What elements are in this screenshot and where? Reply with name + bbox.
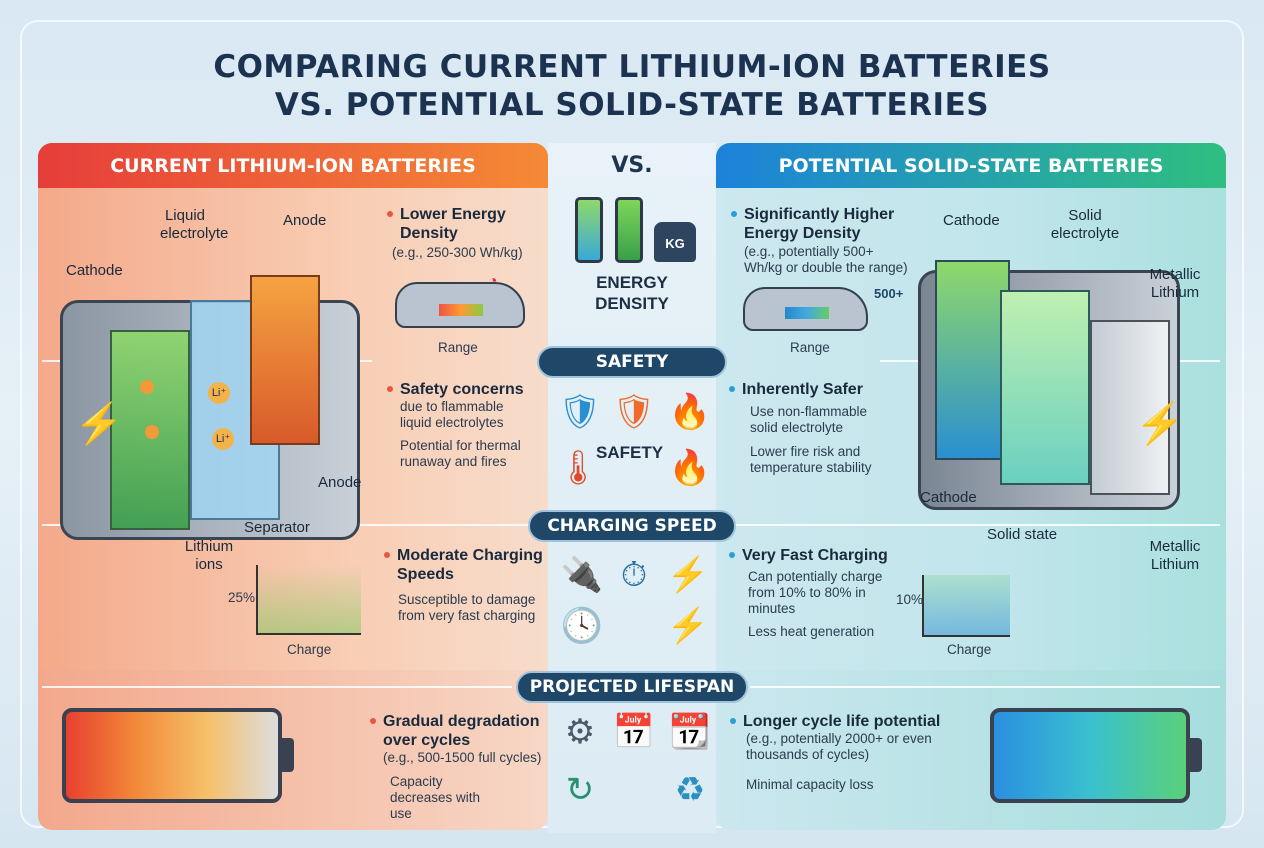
divider: [730, 524, 1220, 526]
page-title: COMPARING CURRENT LITHIUM-ION BATTERIES …: [0, 48, 1264, 124]
range-label: Range: [438, 340, 478, 355]
lithium-charging-title: Moderate Charging Speeds: [384, 546, 547, 584]
label-separator: Separator: [244, 519, 310, 536]
thermometer-icon: 🌡: [556, 449, 600, 487]
car-icon: [743, 287, 868, 331]
lithium-charging-bullet: Susceptible to damage from very fast cha…: [398, 592, 536, 623]
solid-energy-detail: (e.g., potentially 500+ Wh/kg or double …: [744, 244, 908, 275]
calendar-icon: 📆: [668, 713, 712, 751]
lithium-lifespan-detail: (e.g., 500-1500 full cycles): [383, 750, 542, 765]
label-metallic-lithium: Metallic Lithium: [1149, 266, 1201, 301]
label-solid-electrolyte: Solid electrolyte: [1050, 207, 1120, 242]
shield-check-icon: 🛡: [558, 393, 602, 431]
lithium-energy-title: Lower Energy Density: [387, 205, 530, 243]
solid-lifespan-title: Longer cycle life potential: [729, 713, 941, 730]
divider: [750, 686, 1220, 688]
label-anode: Anode: [318, 474, 362, 491]
lithium-ion-badge: Li⁺: [212, 428, 234, 450]
projected-lifespan-pill: PROJECTED LIFESPAN: [516, 671, 748, 703]
battery-icon: [785, 307, 829, 319]
label-solid-state: Solid state: [987, 526, 1058, 543]
car-icon: [395, 282, 525, 328]
lithium-safety-title: Safety concerns: [387, 381, 524, 398]
solid-charging-bullet: Less heat generation: [748, 624, 875, 639]
degrading-battery-icon: [62, 708, 282, 803]
lithium-ion-particle: [140, 380, 154, 394]
lithium-ion-header: CURRENT LITHIUM-ION BATTERIES: [38, 143, 548, 188]
battery-terminal: [282, 738, 294, 772]
gear-icon: ⚙: [564, 713, 596, 751]
solid-lifespan-bullet: Minimal capacity loss: [746, 777, 874, 792]
cathode-layer: [935, 260, 1010, 460]
vs-label: VS.: [611, 153, 653, 178]
chart-axis-label: Charge: [287, 642, 332, 657]
lithium-energy-detail: (e.g., 250-300 Wh/kg): [392, 245, 523, 260]
cycle-check-icon: ♻: [674, 771, 706, 809]
solid-safety-bullet: Use non-flammable solid electrolyte: [750, 404, 868, 435]
fire-icon: 🔥: [668, 393, 712, 431]
metallic-lithium-layer: [1090, 320, 1170, 495]
solid-charging-title: Very Fast Charging: [729, 547, 888, 564]
battery-icon: [615, 197, 643, 263]
lithium-safety-bullet: Potential for thermal runaway and fires: [400, 438, 521, 469]
range-badge: 500+: [874, 286, 904, 301]
solid-safety-title: Inherently Safer: [729, 381, 863, 398]
label-cathode: Cathode: [66, 262, 123, 279]
gauge-icon: ◔: [488, 273, 498, 290]
chart-percent-label: 10%: [896, 592, 924, 607]
cycle-icon: ↻: [565, 771, 595, 809]
bolt-cycle-icon: ⚡: [666, 556, 710, 594]
shield-bolt-icon: 🛡: [612, 393, 656, 431]
battery-terminal: [1190, 738, 1202, 772]
safety-pill: SAFETY: [537, 346, 727, 378]
fire-icon: 🔥: [668, 449, 712, 487]
charge-chart: [256, 565, 361, 635]
solid-state-header: POTENTIAL SOLID-STATE BATTERIES: [716, 143, 1226, 188]
label-anode: Anode: [283, 212, 327, 229]
title-line-1: COMPARING CURRENT LITHIUM-ION BATTERIES: [213, 49, 1051, 85]
label-liquid-electrolyte: Liquid electrolyte: [160, 207, 229, 242]
bolt-icon: ⚡: [74, 402, 124, 446]
battery-icon: [439, 304, 483, 316]
charge-chart: [922, 575, 1010, 637]
anode-layer: [250, 275, 320, 445]
energy-density-label: ENERGY DENSITY: [595, 273, 669, 313]
bolt-icon: ⚡: [1135, 402, 1185, 446]
weight-icon: KG: [654, 222, 696, 262]
solid-lifespan-detail: (e.g., potentially 2000+ or even thousan…: [746, 731, 932, 762]
label-cathode: Cathode: [943, 212, 1000, 229]
range-label: Range: [790, 340, 830, 355]
solid-charging-bullet: Can potentially charge from 10% to 80% i…: [748, 569, 883, 616]
bolt-icon: ⚡: [666, 607, 710, 645]
chart-axis-label: Charge: [947, 642, 992, 657]
battery-icon: [575, 197, 603, 263]
solid-safety-bullet: Lower fire risk and temperature stabilit…: [750, 444, 872, 475]
title-line-2: VS. POTENTIAL SOLID-STATE BATTERIES: [274, 87, 990, 123]
divider: [42, 686, 512, 688]
solid-energy-title: Significantly Higher Energy Density: [731, 205, 904, 243]
lithium-ion-badge: Li⁺: [208, 382, 230, 404]
lithium-ion-particle: [145, 425, 159, 439]
lithium-lifespan-bullet: Capacity decreases with use: [390, 774, 481, 821]
clock-icon: 🕓: [560, 607, 604, 645]
label-metallic-lithium: Metallic Lithium: [1149, 538, 1201, 573]
charging-speed-pill: CHARGING SPEED: [528, 510, 736, 542]
plug-icon: 🔌: [560, 556, 604, 594]
lithium-safety-detail: due to flammable liquid electrolytes: [400, 399, 504, 430]
full-battery-icon: [990, 708, 1190, 803]
chart-percent-label: 25%: [228, 590, 256, 605]
label-cathode: Cathode: [920, 489, 977, 506]
solid-electrolyte-layer: [1000, 290, 1090, 485]
calendar-icon: 📅: [612, 713, 656, 751]
label-lithium-ions: Lithium ions: [184, 538, 234, 573]
lithium-lifespan-title: Gradual degradation over cycles: [370, 712, 543, 750]
stopwatch-icon: ⏱: [620, 556, 648, 594]
safety-center-label: SAFETY: [596, 443, 664, 462]
